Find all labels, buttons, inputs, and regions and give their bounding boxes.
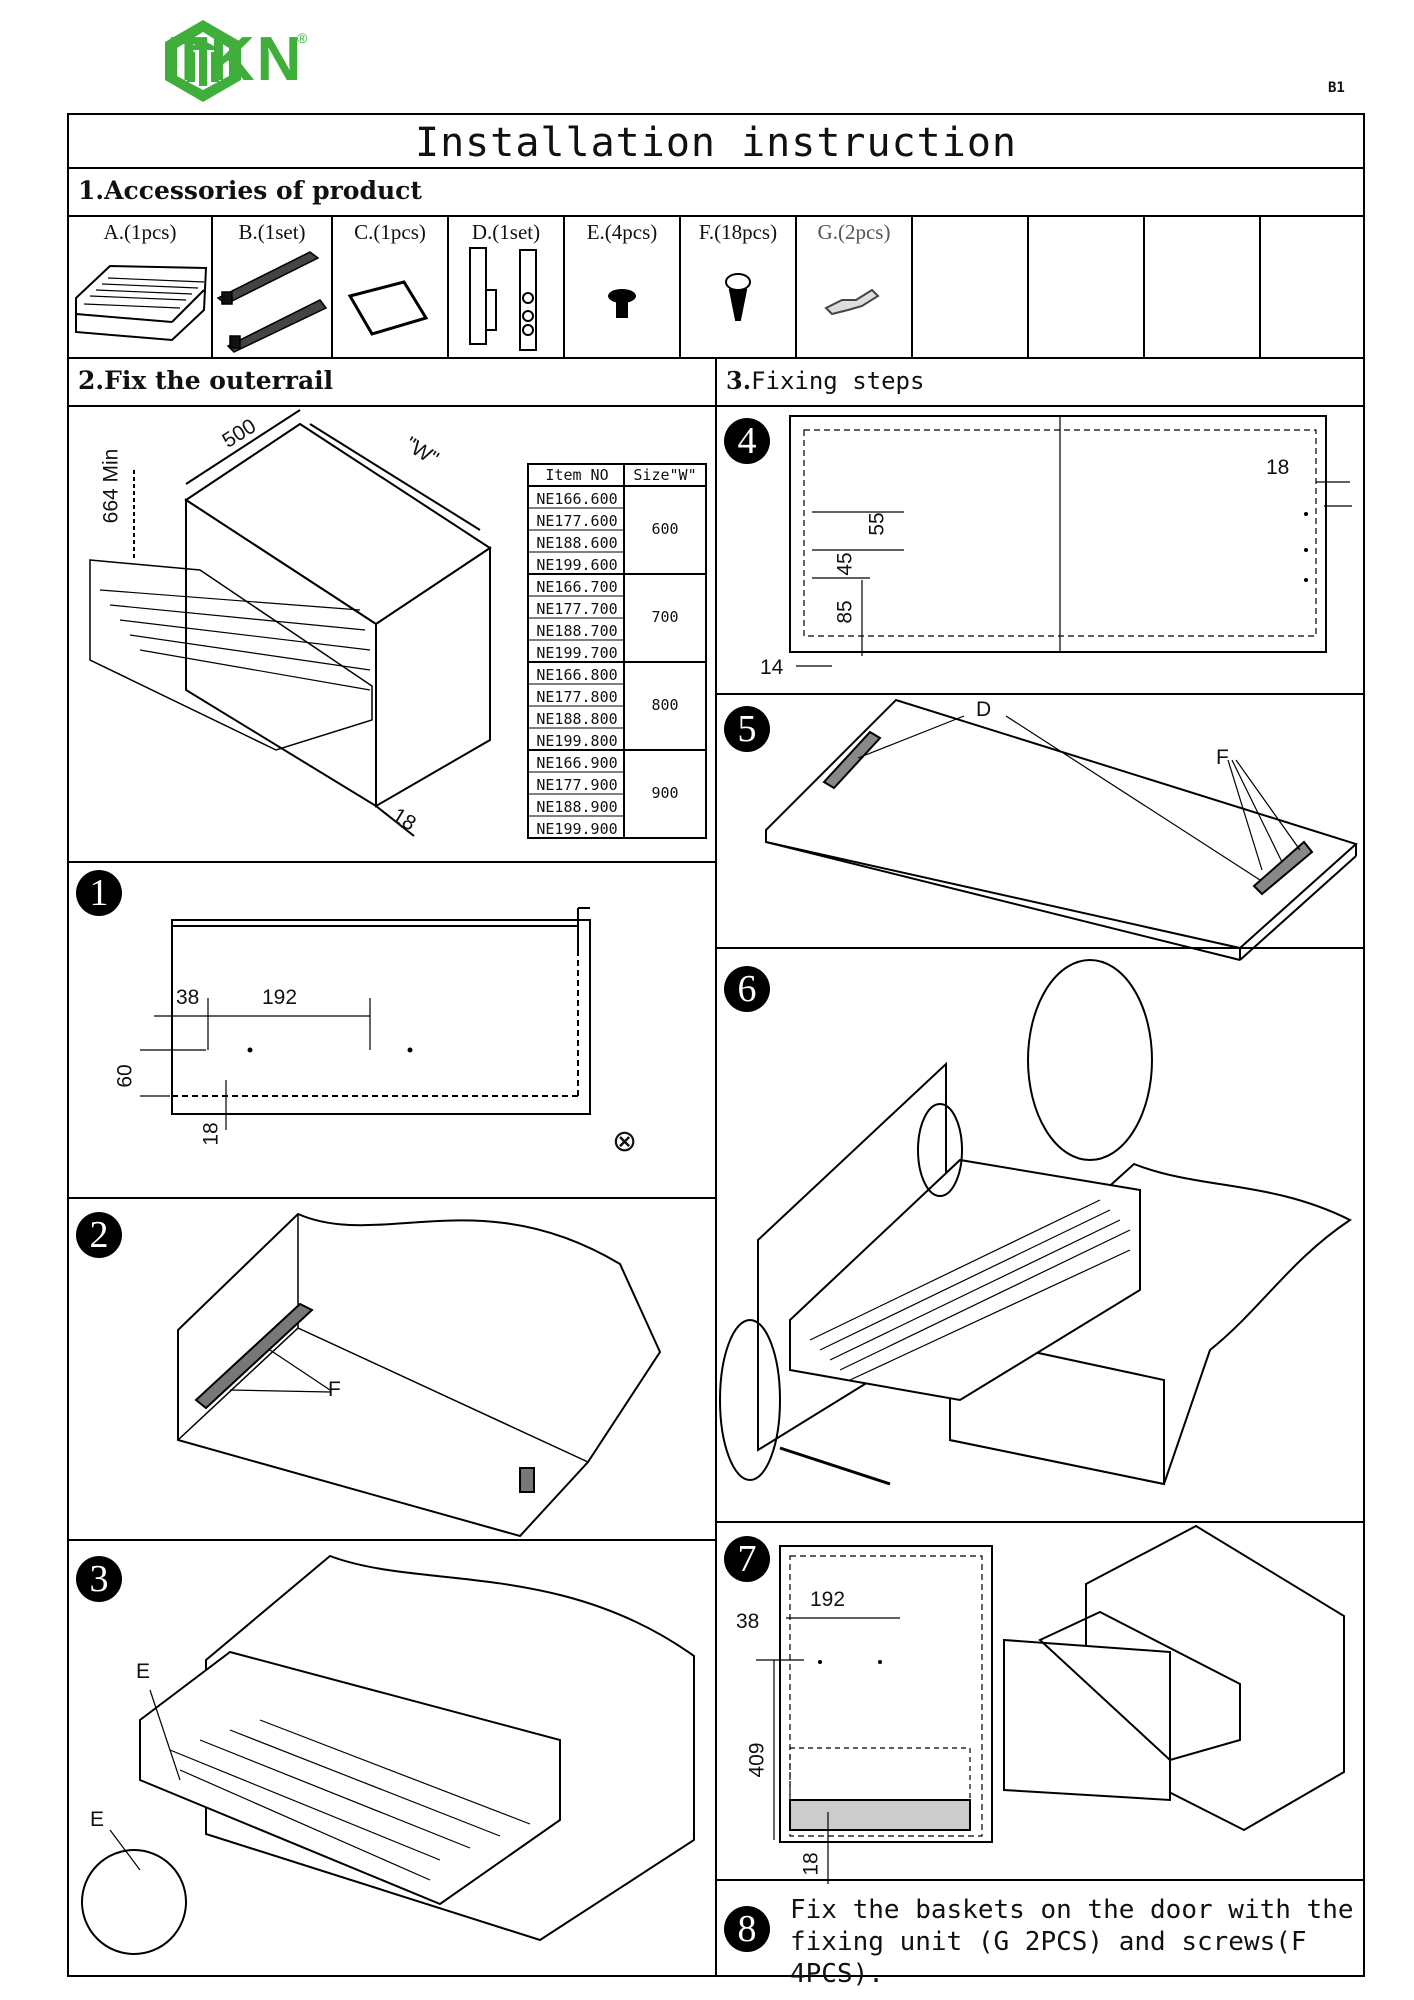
section3-num: 3. [726,366,752,395]
accessory-c-label: C.(1pcs) [354,220,426,244]
step-4-dim-14: 14 [760,656,784,679]
table-cell: NE188.900 [536,798,618,816]
section3-title: Fixing steps [751,367,925,395]
table-cell: NE199.700 [536,644,618,662]
step-5-badge: 5 [724,706,770,752]
table-group-600: NE166.600 NE177.600 NE188.600 NE199.600 … [530,488,624,840]
table-cell: NE188.800 [536,710,618,728]
table-cell: NE166.800 [536,666,618,684]
table-header-item: Item NO [545,466,609,484]
step-3-badge: 3 [76,1556,122,1602]
accessory-b-label: B.(1set) [238,220,306,244]
rail-icon [216,251,328,353]
basket-icon [75,264,208,342]
table-cell: NE188.700 [536,622,618,640]
table-cell: NE199.600 [536,556,618,574]
mat-icon [347,280,429,336]
step-8-line-1: Fix the baskets on the door with the [790,1895,1354,1925]
table-cell: NE199.800 [536,732,618,750]
step-2-badge: 2 [76,1212,122,1258]
step-7-dim-409: 409 [745,1742,769,1778]
table-cell: NE177.600 [536,512,618,530]
table-cell: NE177.800 [536,688,618,706]
step-5-label-f: F [1216,746,1229,769]
table-cell: NE199.900 [536,820,618,838]
step-1-dim-38: 38 [176,986,200,1009]
table-size-700: 700 [651,608,679,626]
table-cell: NE177.900 [536,776,618,794]
step-6-badge: 6 [724,966,770,1012]
table-size-900: 900 [651,784,679,802]
step-1-dim-192: 192 [262,986,298,1009]
section3-heading: 3.Fixing steps [726,366,924,395]
accessory-g-label: G.(2pcs) [817,220,891,244]
clip-icon [824,288,880,316]
step-8-line-2: fixing unit (G 2PCS) and screws(F 4PCS). [790,1927,1307,1989]
page-mark: B1 [1328,80,1345,96]
step-7-dim-18: 18 [799,1852,823,1876]
bolt-icon [608,289,636,318]
step-8-text: Fix the baskets on the door with the fix… [790,1894,1414,1990]
bracket-icon [469,247,537,351]
section2-title: Fix the outerrail [104,366,334,395]
table-size-800: 800 [651,696,679,714]
table-cell: NE188.600 [536,534,618,552]
section2-heading: 2.Fix the outerrail [78,366,333,395]
table-cell: NE166.900 [536,754,618,772]
accessory-f-label: F.(18pcs) [698,220,778,244]
step-8-badge: 8 [724,1906,770,1952]
step-3-label-e1: E [136,1660,151,1683]
step-2-label-f: F [328,1378,341,1401]
page-title: Installation instruction [415,120,1017,166]
screw-icon [725,273,751,321]
table-cell: NE166.600 [536,490,618,508]
accessory-a-label: A.(1pcs) [103,220,177,244]
table-cell: NE166.700 [536,578,618,596]
accessory-d-label: D.(1set) [471,220,541,244]
table-header-size: Size"W" [633,466,697,484]
accessories-heading: 1.Accessories of product [78,176,422,205]
step-7-badge: 7 [724,1536,770,1582]
step-4-dim-18: 18 [1266,456,1290,479]
accessory-e-label: E.(4pcs) [586,220,658,244]
section2-num: 2. [78,366,105,395]
step-7-dim-38: 38 [736,1610,760,1633]
step-7-dim-192: 192 [810,1588,846,1611]
step-5-label-d: D [976,698,992,721]
registered-mark: ® [297,30,308,46]
step-1-badge: 1 [76,870,122,916]
step-3-label-e2: E [90,1808,105,1831]
brand-name: TKN [170,25,304,94]
table-cell: NE177.700 [536,600,618,618]
step-1-mark: ⊗ [612,1125,638,1158]
step-4-badge: 4 [724,418,770,464]
tkn-logo-icon [165,20,241,102]
table-size-600: 600 [651,520,679,538]
